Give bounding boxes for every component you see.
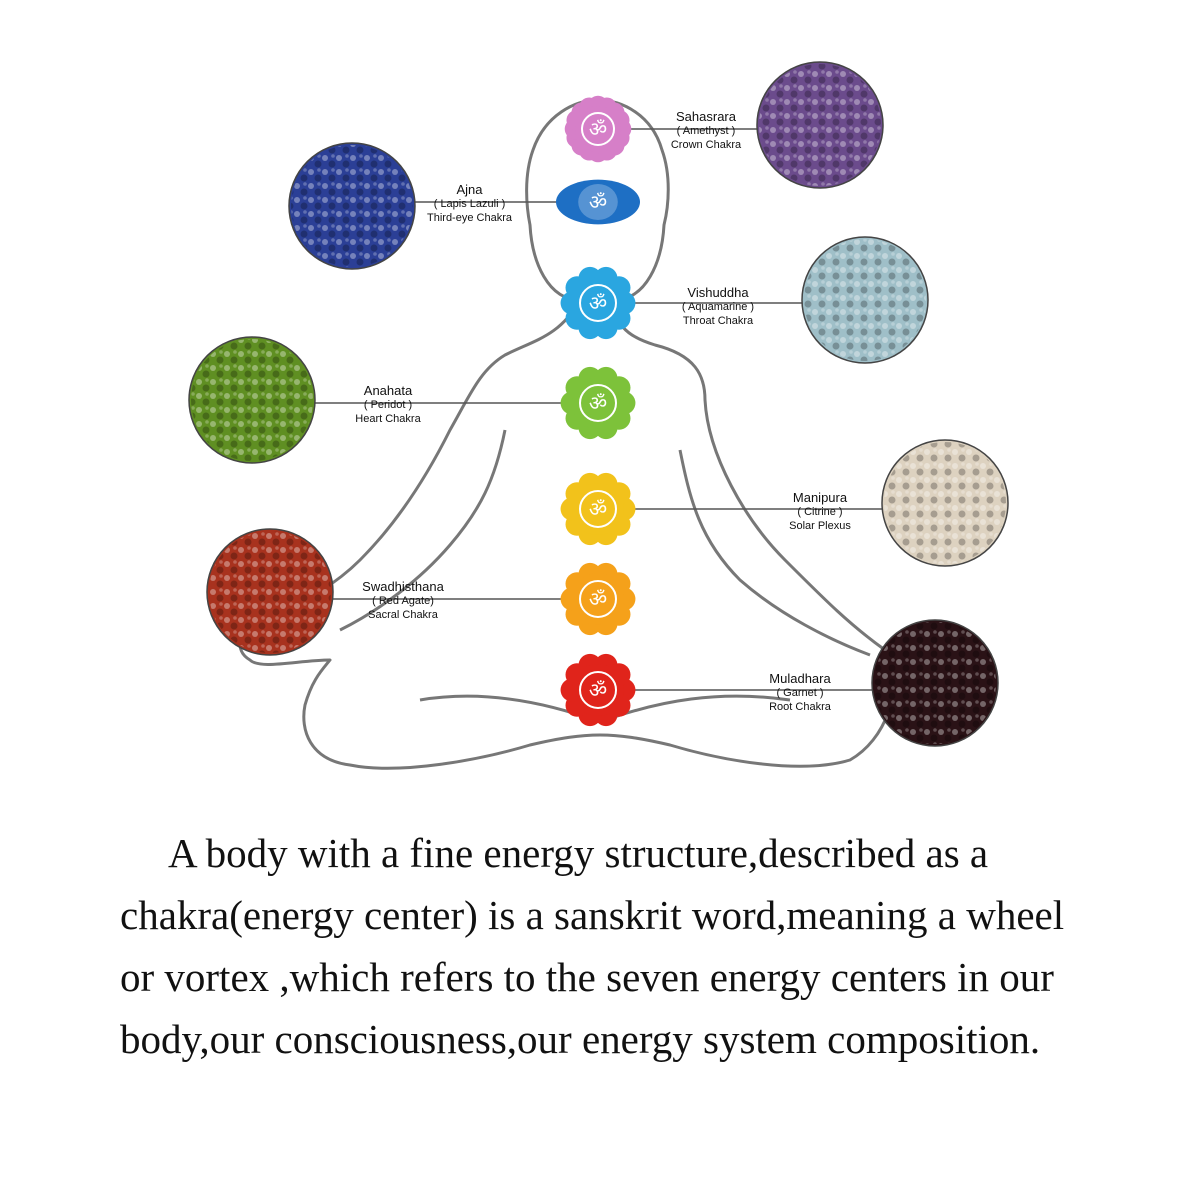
description-text: A body with a fine energy structure,desc… xyxy=(120,830,1065,1062)
stone-name-swadhisthana: ( Red Agate) xyxy=(372,595,434,607)
chakra-name-sahasrara: Sahasrara xyxy=(676,109,736,124)
chakra-name-manipura: Manipura xyxy=(792,490,848,505)
stone-circle-ajna xyxy=(288,142,416,270)
stone-name-sahasrara: ( Amethyst ) xyxy=(676,125,736,137)
stone-name-vishuddha: ( Aquamarine ) xyxy=(681,301,755,313)
stone-circle-anahata xyxy=(188,336,316,464)
stone-name-ajna: ( Lapis Lazuli ) xyxy=(433,198,506,210)
label-vishuddha: Vishuddha ( Aquamarine ) Throat Chakra xyxy=(668,286,768,328)
chakra-glyph-vishuddha: ॐ xyxy=(589,291,607,315)
chakra-glyph-swadhisthana: ॐ xyxy=(589,587,607,611)
chakra-name-muladhara: Muladhara xyxy=(769,671,831,686)
chakra-title-muladhara: Root Chakra xyxy=(769,701,831,713)
chakra-glyph-anahata: ॐ xyxy=(589,391,607,415)
label-anahata: Anahata ( Peridot ) Heart Chakra xyxy=(338,384,438,426)
chakra-title-ajna: Third-eye Chakra xyxy=(427,212,512,224)
chakra-glyph-ajna: ॐ xyxy=(589,190,607,214)
chakra-symbol-swadhisthana: ॐ xyxy=(560,562,636,636)
chakra-symbols: ॐ ॐ ॐ ॐ ॐ ॐ ॐ xyxy=(556,95,640,727)
chakra-symbol-ajna: ॐ xyxy=(556,179,640,225)
stone-circle-sahasrara xyxy=(756,61,884,189)
chakra-title-anahata: Heart Chakra xyxy=(355,413,421,425)
chakra-symbol-muladhara: ॐ xyxy=(560,653,636,727)
chakra-diagram: ॐ ॐ ॐ ॐ ॐ ॐ ॐ xyxy=(188,61,1009,770)
label-sahasrara: Sahasrara ( Amethyst ) Crown Chakra xyxy=(656,110,756,152)
label-ajna: Ajna ( Lapis Lazuli ) Third-eye Chakra xyxy=(412,183,527,225)
chakra-glyph-muladhara: ॐ xyxy=(589,678,607,702)
left-arm-line xyxy=(339,429,507,632)
chakra-name-ajna: Ajna xyxy=(456,182,483,197)
chakra-symbol-vishuddha: ॐ xyxy=(560,266,636,340)
label-swadhisthana: Swadhisthana ( Red Agate) Sacral Chakra xyxy=(348,580,458,622)
chakra-symbol-anahata: ॐ xyxy=(560,366,636,440)
chakra-symbol-sahasrara: ॐ xyxy=(564,95,632,163)
chakra-title-vishuddha: Throat Chakra xyxy=(682,315,754,327)
chakra-title-sahasrara: Crown Chakra xyxy=(670,139,742,151)
stone-circle-swadhisthana xyxy=(206,528,334,656)
chakra-glyph-sahasrara: ॐ xyxy=(589,117,607,141)
stone-name-manipura: ( Citrine ) xyxy=(797,506,843,518)
right-arm-line xyxy=(678,449,871,657)
chakra-title-manipura: Solar Plexus xyxy=(789,520,851,532)
stone-name-anahata: ( Peridot ) xyxy=(363,399,413,411)
chakra-glyph-manipura: ॐ xyxy=(589,497,607,521)
stone-circle-vishuddha xyxy=(801,236,929,364)
stone-circles xyxy=(188,61,1009,747)
chakra-name-vishuddha: Vishuddha xyxy=(687,285,749,300)
chakra-title-swadhisthana: Sacral Chakra xyxy=(368,609,438,621)
label-manipura: Manipura ( Citrine ) Solar Plexus xyxy=(770,491,870,533)
stone-circle-muladhara xyxy=(871,619,999,747)
label-muladhara: Muladhara ( Garnet ) Root Chakra xyxy=(750,672,850,714)
chakra-name-swadhisthana: Swadhisthana xyxy=(362,579,444,594)
stone-name-muladhara: ( Garnet ) xyxy=(776,687,824,699)
connector-lines xyxy=(315,128,885,691)
chakra-symbol-manipura: ॐ xyxy=(560,472,636,546)
stone-circle-manipura xyxy=(881,439,1009,567)
chakra-name-anahata: Anahata xyxy=(363,383,413,398)
